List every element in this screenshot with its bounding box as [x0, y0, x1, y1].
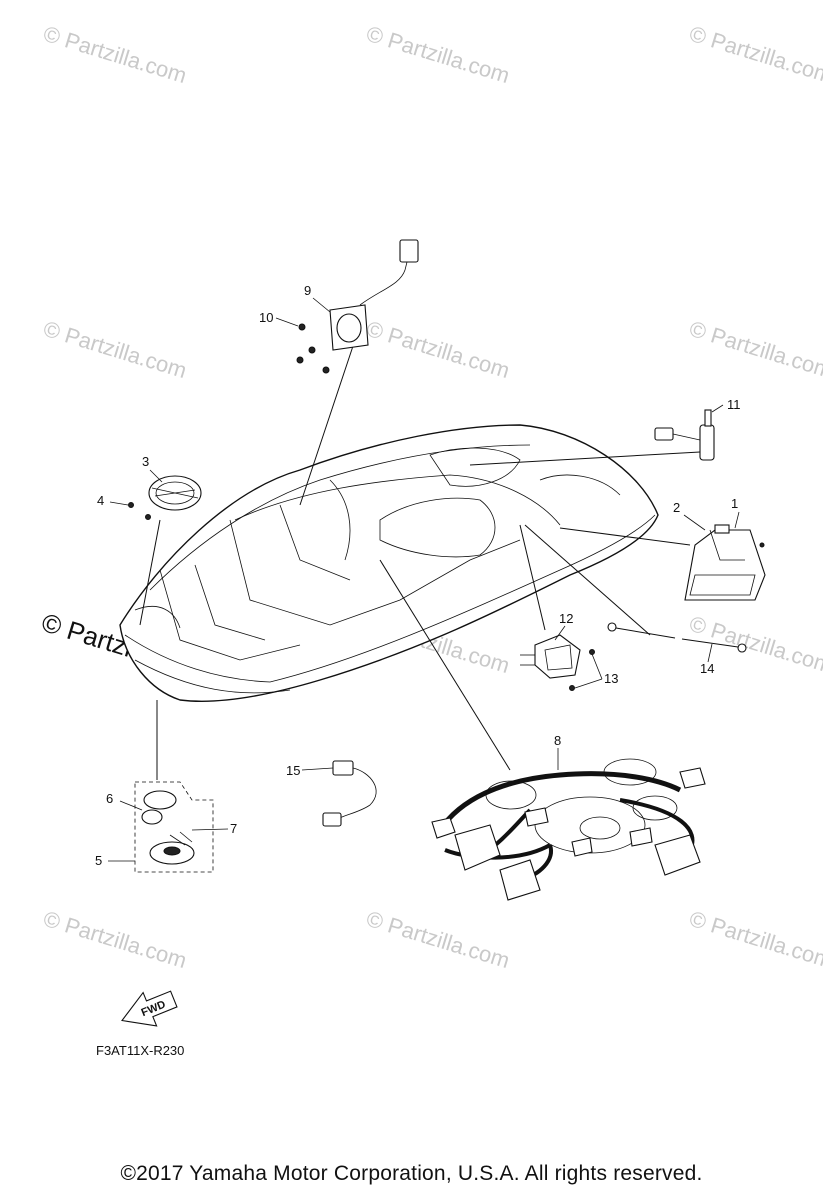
- watermark: © Partzilla.com: [687, 21, 823, 88]
- part-9-speaker-mount: [296, 239, 419, 374]
- part-5-6-7-group: [134, 781, 214, 873]
- fwd-arrow: FWD: [121, 990, 178, 1027]
- part-15-connector: [322, 760, 377, 827]
- callout-13: 13: [604, 671, 618, 686]
- callout-9: 9: [304, 283, 311, 298]
- watermark: © Partzilla.com: [364, 21, 513, 88]
- callout-14: 14: [700, 661, 714, 676]
- callout-ticks: [108, 297, 740, 862]
- callout-7: 7: [230, 821, 237, 836]
- callout-3: 3: [142, 454, 149, 469]
- watermark: © Partzilla.com: [364, 906, 513, 973]
- callout-labels: 1 2 3 4 5 6 7 8 9 10 11 12 13 14 15: [95, 283, 741, 868]
- callout-1: 1: [731, 496, 738, 511]
- part-14-cable: [607, 622, 747, 653]
- part-1-2-bracket: [684, 524, 766, 601]
- callout-5: 5: [95, 853, 102, 868]
- watermark: © Partzilla.com: [364, 316, 513, 383]
- watermark: © Partzilla.com: [687, 906, 823, 973]
- callout-12: 12: [559, 611, 573, 626]
- watermark: © Partzilla.com: [41, 316, 190, 383]
- part-11-sensor: [654, 409, 715, 461]
- diagram-code: F3AT11X-R230: [96, 1043, 184, 1058]
- callout-4: 4: [97, 493, 104, 508]
- watermark: © Partzilla.com: [41, 906, 190, 973]
- boat-hull: [119, 424, 659, 702]
- callout-6: 6: [106, 791, 113, 806]
- callout-8: 8: [554, 733, 561, 748]
- callout-10: 10: [259, 310, 273, 325]
- callout-11: 11: [727, 397, 741, 412]
- callout-2: 2: [673, 500, 680, 515]
- watermark: © Partzilla.com: [687, 316, 823, 383]
- part-3-speaker: [128, 475, 202, 520]
- leader-lines: [139, 339, 701, 780]
- part-8-wiring-harness: [431, 758, 706, 901]
- watermark: © Partzilla.com: [41, 21, 190, 88]
- callout-15: 15: [286, 763, 300, 778]
- copyright-notice: ©2017 Yamaha Motor Corporation, U.S.A. A…: [120, 1162, 703, 1185]
- part-12-module: [520, 634, 595, 691]
